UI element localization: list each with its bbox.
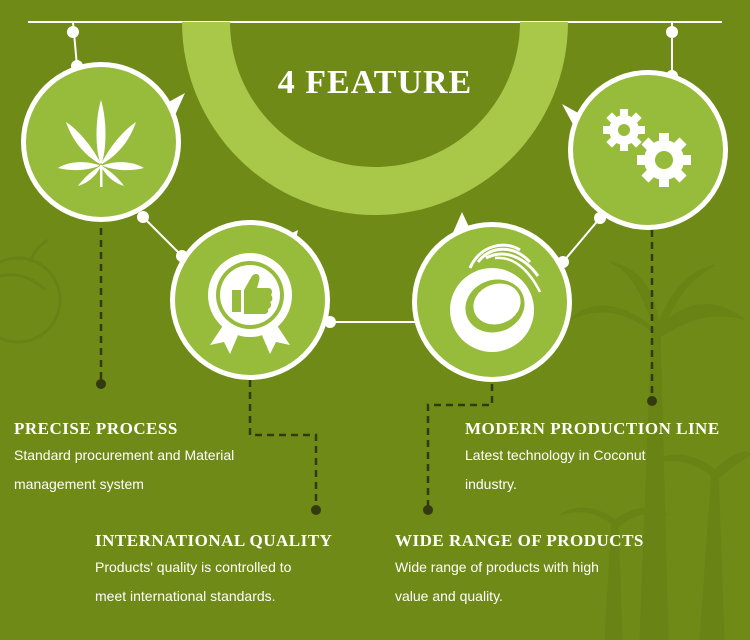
feature-desc-wide-range: Wide range of products with high value a… <box>395 553 685 611</box>
background-palm-illustration <box>559 261 750 640</box>
feature-desc-precise-process: Standard procurement and Material manage… <box>14 441 304 499</box>
feature-desc-international-quality: Products' quality is controlled to meet … <box>95 553 385 611</box>
feature-desc-line: management system <box>14 476 144 492</box>
feature-circle-modern-production <box>562 70 728 230</box>
feature-desc-line: Standard procurement and Material <box>14 447 235 463</box>
connector-end-dots <box>96 379 657 515</box>
feature-circle-international-quality <box>170 220 330 380</box>
coconut-icon <box>450 243 542 352</box>
title-arc <box>182 22 568 215</box>
feature-desc-line: Wide range of products with high <box>395 559 599 575</box>
page-title: 4 FEATURE <box>277 64 473 101</box>
feature-desc-line: industry. <box>465 476 517 492</box>
hemp-leaf-icon <box>58 100 144 187</box>
feature-circle-precise-process <box>21 62 185 222</box>
hanging-strings <box>67 21 678 82</box>
feature-desc-line: value and quality. <box>395 588 503 604</box>
feature-desc-line: Products' quality is controlled to <box>95 559 292 575</box>
dashed-connectors <box>99 228 654 508</box>
feature-title-modern-production: MODERN PRODUCTION LINE <box>465 419 720 438</box>
feature-desc-line: meet international standards. <box>95 588 276 604</box>
background-coconut-illustration <box>0 238 62 344</box>
feature-title-precise-process: PRECISE PROCESS <box>14 419 178 438</box>
feature-title-international-quality: INTERNATIONAL QUALITY <box>95 531 333 550</box>
feature-title-wide-range: WIDE RANGE OF PRODUCTS <box>395 531 644 550</box>
feature-circle-wide-range <box>412 212 572 382</box>
feature-desc-modern-production: Latest technology in Coconut industry. <box>465 441 735 499</box>
thumbs-up-badge-icon <box>208 253 292 354</box>
feature-desc-line: Latest technology in Coconut <box>465 447 646 463</box>
